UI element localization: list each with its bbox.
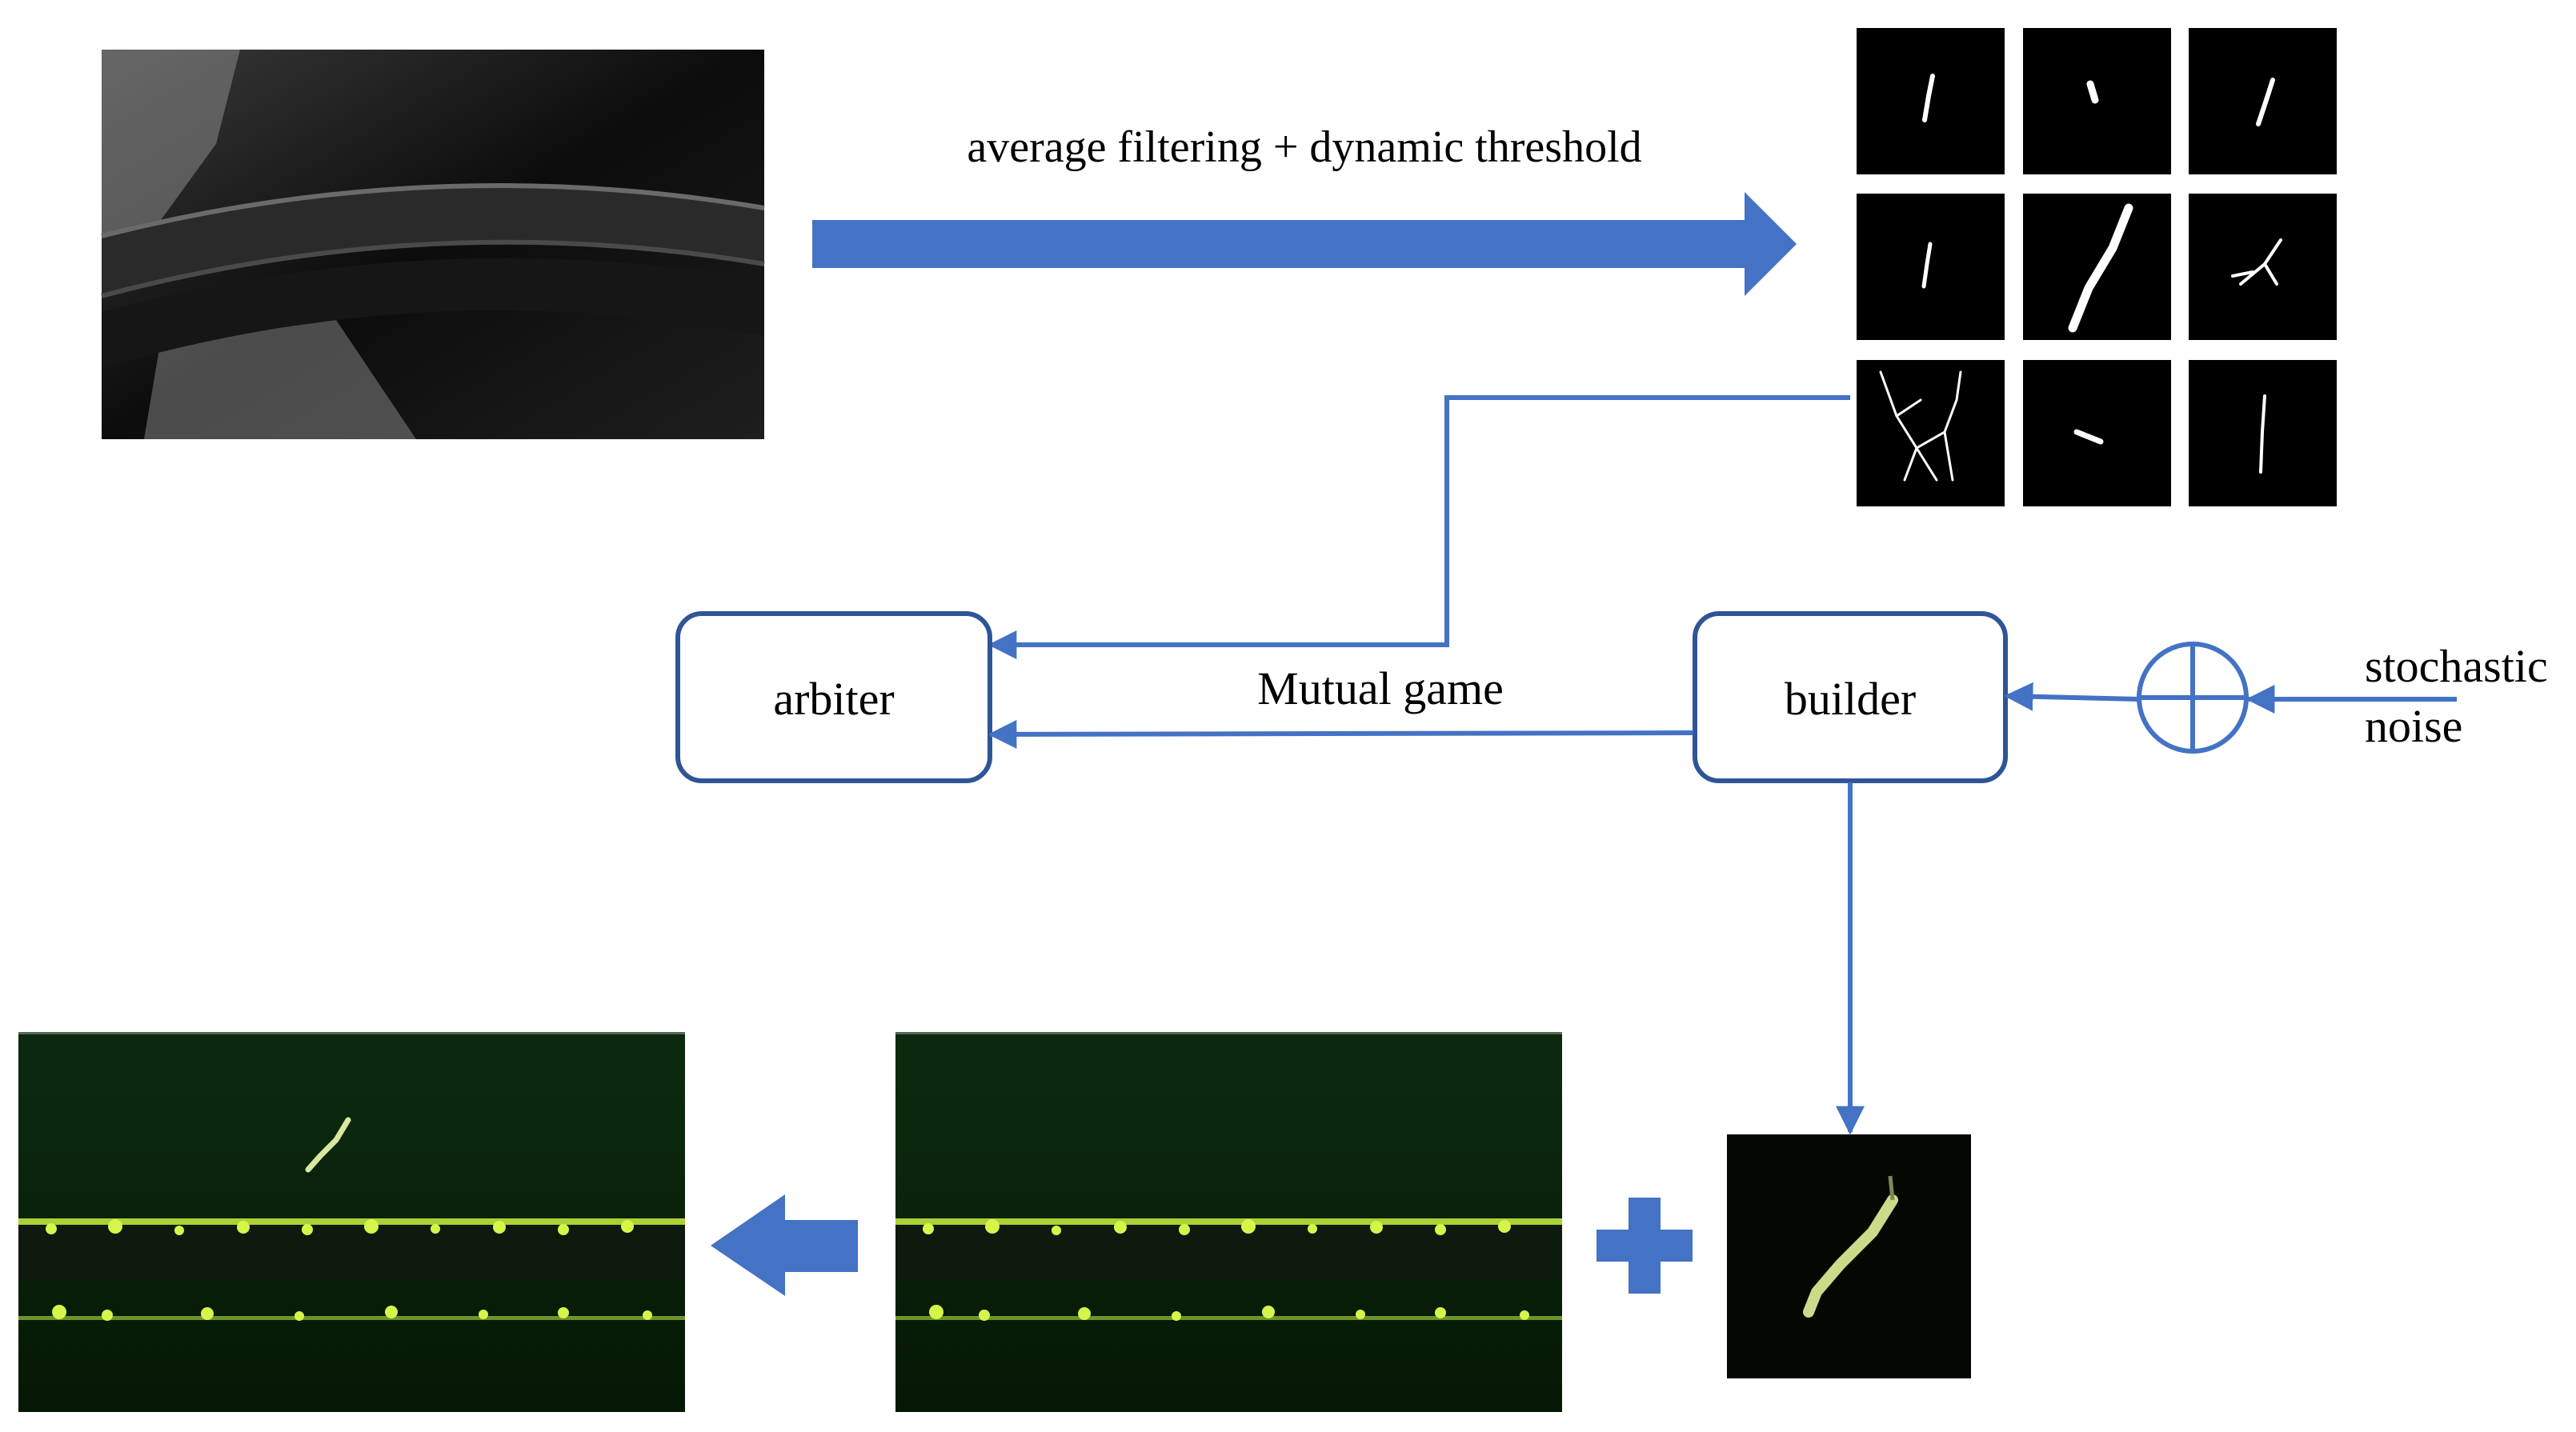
noise-label-line1: stochastic (2365, 640, 2548, 692)
builder-box: builder (1693, 611, 2008, 783)
mutual-game-label: Mutual game (1257, 662, 1504, 714)
result-arrow (711, 1194, 858, 1296)
generated-crack-image (1727, 1134, 1971, 1378)
sum-node-icon (2137, 642, 2249, 754)
mutual-game-arrow (988, 719, 1694, 749)
arbiter-label: arbiter (773, 673, 894, 725)
masks-to-arbiter-connector (988, 395, 1850, 659)
filter-arrow (812, 192, 1797, 296)
synthesized-result-image (18, 1032, 685, 1412)
plus-icon (1596, 1198, 1693, 1294)
filter-step-label: average filtering + dynamic threshold (967, 122, 1641, 172)
noise-label-line2: noise (2365, 700, 2462, 752)
sum-to-builder-arrow (2004, 682, 2138, 711)
arbiter-box: arbiter (675, 611, 992, 783)
source-photo (101, 50, 765, 439)
belt-background-image (895, 1032, 1562, 1412)
mask-grid (1857, 28, 2337, 506)
builder-label: builder (1785, 673, 1916, 725)
